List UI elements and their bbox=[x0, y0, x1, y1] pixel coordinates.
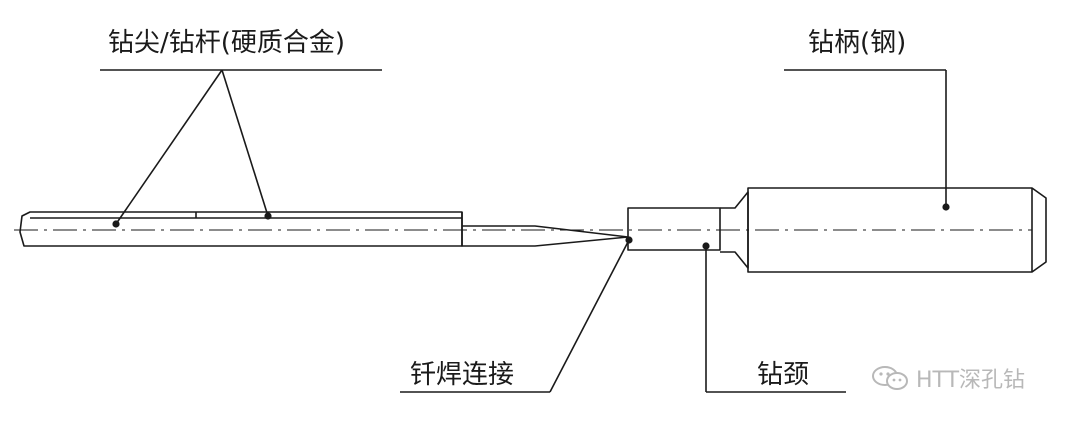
leader-braze-diagonal bbox=[549, 239, 630, 393]
wechat-icon bbox=[872, 366, 908, 390]
drill-tip-shaft bbox=[19, 211, 463, 247]
label-shank: 钻柄(钢) bbox=[808, 28, 907, 58]
leader-dot-shank bbox=[942, 203, 950, 211]
leader-dot-braze bbox=[625, 236, 633, 244]
leader-tip-left bbox=[115, 69, 223, 225]
label-brazing: 钎焊连接 bbox=[410, 360, 515, 390]
leader-dot-tip bbox=[112, 220, 120, 228]
leader-dot-neck bbox=[702, 242, 710, 250]
neck-collar bbox=[627, 207, 721, 251]
leader-tip-right bbox=[221, 69, 269, 217]
label-tip-shaft: 钻尖/钻杆(硬质合金) bbox=[108, 28, 346, 58]
label-neck: 钻颈 bbox=[757, 360, 810, 390]
watermark: HTT深孔钻 bbox=[870, 362, 1025, 394]
leader-dot-shaft bbox=[264, 212, 272, 220]
watermark-text: HTT深孔钻 bbox=[916, 368, 1026, 393]
braze-taper bbox=[461, 212, 629, 247]
